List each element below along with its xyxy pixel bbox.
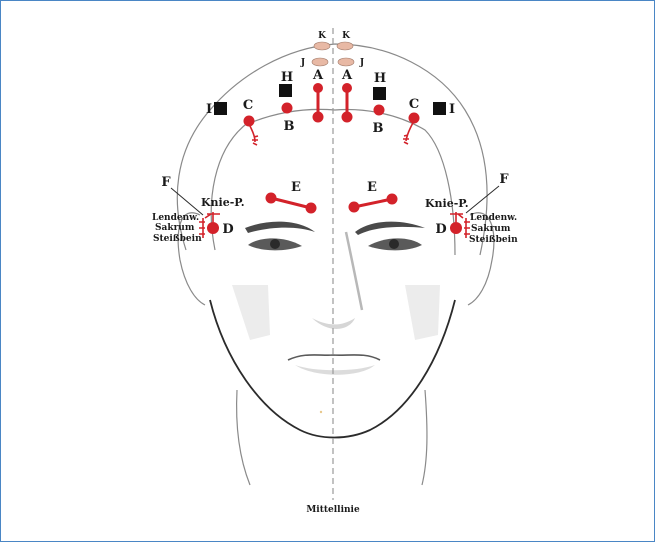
point-J-right (338, 58, 354, 66)
label-C-right: C (409, 97, 419, 112)
label-B-left: B (284, 119, 295, 134)
neck-right (422, 390, 427, 485)
label-knie-right: Knie-P. (425, 197, 469, 210)
point-H-right (373, 87, 386, 100)
point-I-right (433, 102, 446, 115)
label-K-right: K (342, 31, 351, 41)
point-K-right (337, 42, 353, 50)
label-lendenw-left: Lendenw. (152, 213, 199, 223)
pointer-F-left (171, 188, 203, 215)
midline-label: Mittellinie (306, 505, 360, 515)
chin-dot (320, 411, 322, 413)
right-eyebrow (355, 222, 425, 235)
label-B-right: B (373, 121, 384, 136)
label-D-right: D (435, 222, 446, 237)
point-E-right-end (387, 194, 398, 205)
label-steiss-left: Steißbein (153, 234, 202, 244)
point-H-left (279, 84, 292, 97)
label-sakrum-left: Sakrum (155, 223, 195, 233)
pointer-F-right (466, 186, 499, 213)
right-cheek-shade (405, 285, 440, 340)
mouth-lower (295, 365, 375, 375)
label-I-right: I (449, 102, 455, 117)
label-lendenw-right: Lendenw. (470, 213, 517, 223)
point-A-left-bottom (313, 112, 324, 123)
point-D-right (450, 222, 462, 234)
label-C-left: C (243, 98, 253, 113)
label-J-right: J (359, 58, 364, 68)
label-E-left: E (291, 180, 301, 195)
label-sakrum-right: Sakrum (471, 224, 511, 234)
left-cheek-shade (232, 285, 270, 340)
label-K-left: K (318, 31, 327, 41)
label-E-right: E (367, 180, 377, 195)
label-I-left: I (206, 102, 212, 117)
line-E-left (271, 198, 311, 208)
label-A-left: A (312, 68, 324, 83)
label-H-right: H (374, 71, 386, 86)
line-E-right (354, 199, 392, 207)
point-I-left (214, 102, 227, 115)
point-E-left-end (306, 203, 317, 214)
label-J-left: J (300, 58, 305, 68)
mouth-upper (288, 355, 380, 360)
label-steiss-right: Steißbein (469, 235, 518, 245)
point-B-right (374, 105, 385, 116)
left-iris (270, 239, 280, 249)
right-iris (389, 239, 399, 249)
point-A-right-bottom (342, 112, 353, 123)
label-knie-left: Knie-P. (201, 196, 245, 209)
point-A-left-top (313, 83, 323, 93)
stem-C-right (403, 121, 414, 144)
label-H-left: H (281, 70, 293, 85)
point-A-right-top (342, 83, 352, 93)
point-K-left (314, 42, 330, 50)
point-E-right-start (349, 202, 360, 213)
stem-C-left (249, 124, 258, 145)
nose-right-edge (346, 232, 362, 310)
point-J-left (312, 58, 328, 66)
point-E-left-start (266, 193, 277, 204)
left-eyebrow (245, 222, 315, 233)
neck-left (237, 390, 250, 485)
label-F-right: F (499, 172, 509, 187)
point-B-left (282, 103, 293, 114)
label-F-left: F (161, 175, 171, 190)
point-D-left (207, 222, 219, 234)
label-A-right: A (341, 68, 353, 83)
label-D-left: D (222, 222, 233, 237)
